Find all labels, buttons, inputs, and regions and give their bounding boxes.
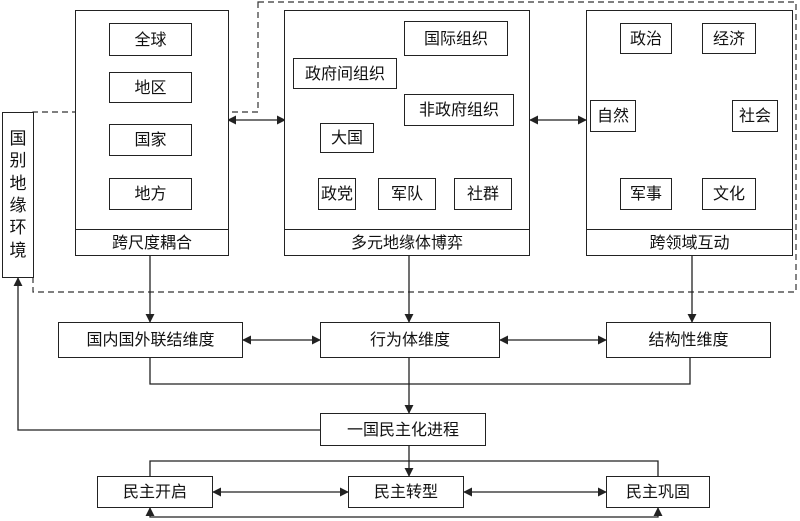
domain-society: 社会 [732,100,778,132]
env-char-1: 国 [9,128,27,149]
actor-party: 政党 [318,178,356,210]
domains-panel-title: 跨领域互动 [586,229,793,256]
actor-ngo: 非政府组织 [404,94,514,126]
actor-army: 军队 [378,178,436,210]
scale-local: 地方 [109,178,192,210]
env-char-2: 别 [9,151,27,172]
env-char-3: 地 [9,173,27,194]
env-char-5: 环 [9,218,27,239]
dimension-actor: 行为体维度 [320,322,500,358]
env-char-6: 境 [9,240,27,261]
scale-country: 国家 [109,124,192,156]
actors-panel-title: 多元地缘体博弈 [284,229,530,256]
domain-politics: 政治 [620,23,672,54]
actor-intergovernmental-org: 政府间组织 [293,58,397,89]
actor-great-power: 大国 [320,123,374,153]
stage-democracy-consolidation: 民主巩固 [606,476,710,508]
scale-panel-title: 跨尺度耦合 [75,229,229,256]
domain-nature: 自然 [590,100,636,132]
country-environment-box: 国 别 地 缘 环 境 [2,112,34,278]
democratization-process: 一国民主化进程 [320,413,486,446]
actor-community: 社群 [454,178,512,210]
scale-region: 地区 [109,72,192,103]
env-char-4: 缘 [9,196,27,216]
stage-democracy-transition: 民主转型 [348,476,464,508]
domain-economy: 经济 [702,23,756,54]
stage-democracy-start: 民主开启 [97,476,213,508]
actor-international-org: 国际组织 [404,21,508,56]
domain-military: 军事 [620,178,672,210]
domain-culture: 文化 [702,178,756,210]
dimension-domestic-foreign: 国内国外联结维度 [58,322,243,358]
scale-global: 全球 [109,23,192,56]
dimension-structural: 结构性维度 [606,322,771,358]
